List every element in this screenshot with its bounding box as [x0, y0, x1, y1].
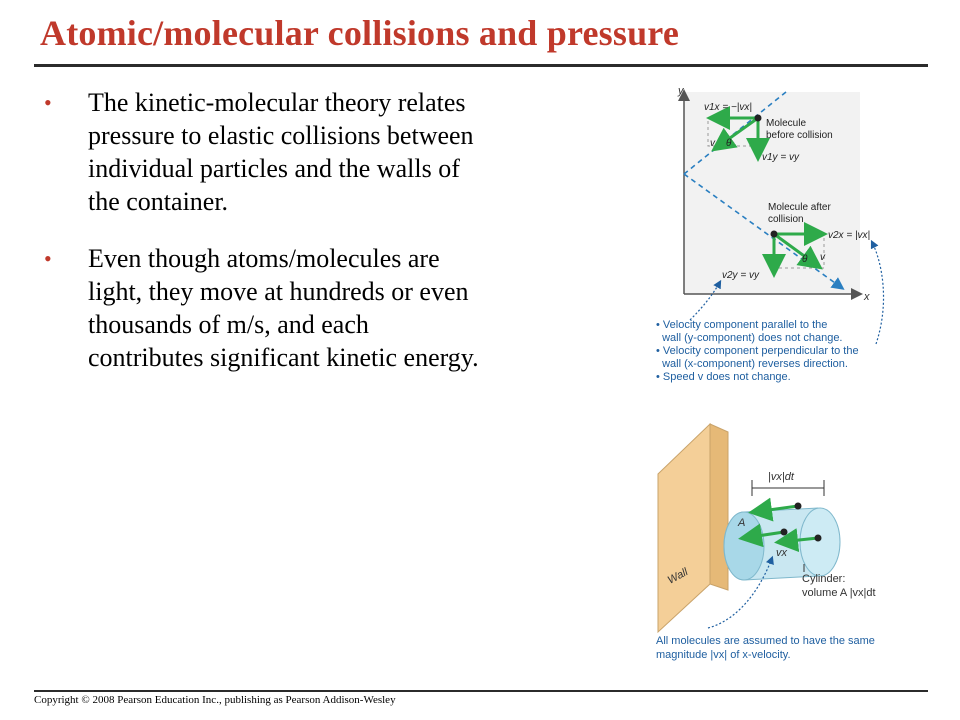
- collision-figure: y x v1x = −|vx| v θ v1y = vy Molecule be…: [656, 85, 885, 383]
- v1y-label: v1y = vy: [762, 152, 800, 163]
- molecule-after-label-2: collision: [768, 214, 804, 225]
- wall-face: [657, 422, 711, 634]
- molecule: [794, 502, 802, 510]
- footer-divider: [34, 690, 928, 692]
- bullet-dot-icon: •: [44, 90, 52, 115]
- v2x-label: v2x = |vx|: [828, 230, 870, 241]
- molecule-before-label-1: Molecule: [766, 118, 806, 129]
- molecule-velocity-arrow: [748, 497, 799, 522]
- molecule-before-label-2: before collision: [766, 130, 833, 141]
- callout-velocity: [707, 555, 774, 629]
- bullet-item: • Even though atoms/molecules are light, …: [44, 242, 484, 374]
- slide-title: Atomic/molecular collisions and pressure: [40, 13, 680, 53]
- bullet-text: The kinetic-molecular theory relates pre…: [88, 88, 474, 216]
- cylinder-label-2: volume A |vx|dt: [802, 587, 876, 599]
- dt-label: |vx|dt: [768, 471, 795, 483]
- molecule-velocity-arrow: [774, 528, 819, 553]
- cylinder-end: [799, 507, 841, 577]
- v1x-label: v1x = −|vx|: [704, 102, 752, 113]
- callout-parallel: [689, 279, 722, 321]
- title-divider: [34, 64, 928, 67]
- v-after-vector: [773, 232, 823, 270]
- v2y-label: v2y = vy: [722, 270, 760, 281]
- copyright-text: Copyright © 2008 Pearson Education Inc.,…: [34, 694, 396, 706]
- caption-line-5: • Speed v does not change.: [656, 371, 791, 383]
- caption-line-1: • Velocity component parallel to the: [656, 319, 827, 331]
- molecule-before: [754, 114, 762, 122]
- molecule: [814, 534, 822, 542]
- caption-line-2: wall (y-component) does not change.: [656, 332, 843, 344]
- caption-bottom-2: magnitude |vx| of x-velocity.: [656, 649, 791, 661]
- bullet-text: Even though atoms/molecules are light, t…: [88, 244, 479, 372]
- v-before-label: v: [710, 138, 716, 149]
- wall-side: [709, 423, 729, 591]
- cylinder-figure: Wall A vx |vx|dt Cylinder: volume A |vx|…: [656, 422, 876, 661]
- caption-line-4: wall (x-component) reverses direction.: [656, 358, 848, 370]
- bullet-item: • The kinetic-molecular theory relates pr…: [44, 86, 484, 218]
- caption-bottom-1: All molecules are assumed to have the sa…: [656, 635, 875, 647]
- cylinder-label-1: Cylinder:: [802, 573, 845, 585]
- v-after-label: v: [820, 252, 826, 263]
- theta-before-label: θ: [726, 138, 732, 149]
- callout-perpendicular: [870, 239, 885, 345]
- area-label: A: [737, 517, 745, 529]
- vx-label: vx: [776, 547, 788, 559]
- y-axis-label: y: [677, 85, 685, 97]
- molecule-after: [770, 230, 778, 238]
- molecule-after-label-1: Molecule after: [768, 202, 831, 213]
- bullet-dot-icon: •: [44, 246, 52, 271]
- v-before-vector: [711, 116, 759, 152]
- caption-line-3: • Velocity component perpendicular to th…: [656, 345, 859, 357]
- x-axis-label: x: [863, 291, 870, 303]
- molecule: [780, 528, 788, 536]
- theta-after-label: θ: [802, 254, 808, 265]
- bullet-list: • The kinetic-molecular theory relates pr…: [44, 86, 484, 398]
